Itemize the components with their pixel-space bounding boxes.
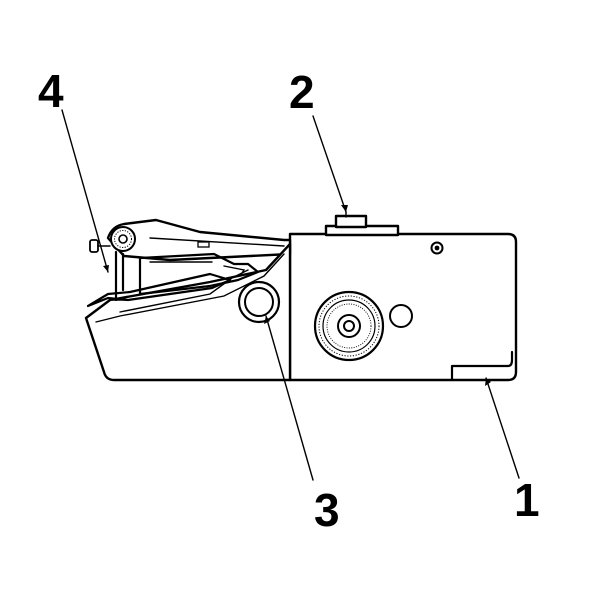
leader-line-1 bbox=[485, 377, 520, 479]
callout-1: 1 bbox=[514, 474, 540, 526]
leader-line-2 bbox=[312, 115, 347, 213]
callout-4: 4 bbox=[38, 65, 64, 117]
indicator-dot bbox=[430, 241, 444, 255]
leader-line-4 bbox=[61, 109, 109, 273]
side-screw bbox=[89, 239, 111, 253]
leader-lines bbox=[61, 109, 520, 481]
thumb-button bbox=[237, 280, 281, 324]
small-knob bbox=[389, 304, 413, 328]
tension-knob bbox=[110, 226, 136, 252]
handwheel bbox=[313, 290, 385, 362]
callout-3: 3 bbox=[314, 484, 340, 536]
top-button bbox=[324, 211, 400, 237]
callout-2: 2 bbox=[289, 66, 315, 118]
leader-line-3 bbox=[265, 315, 314, 481]
battery-cover bbox=[450, 350, 514, 382]
needle bbox=[111, 250, 127, 302]
